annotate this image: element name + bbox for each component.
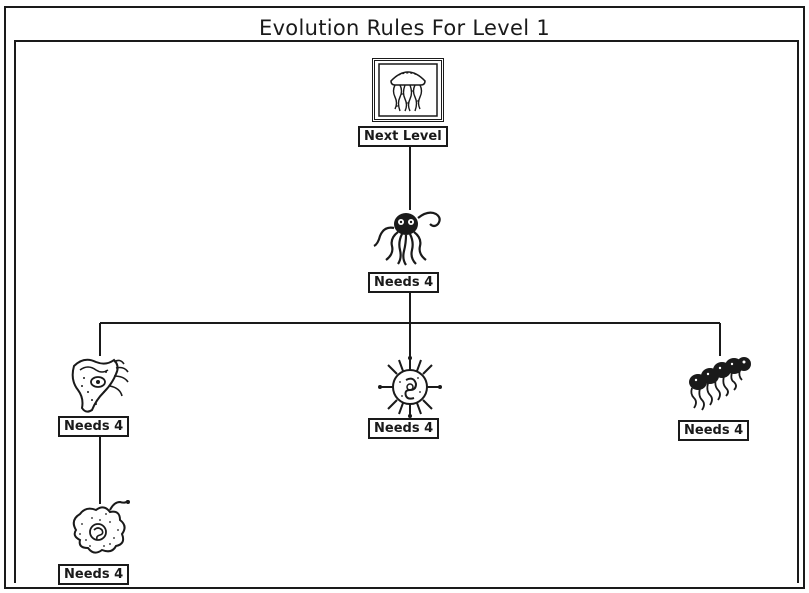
window-title: Evolution Rules For Level 1: [259, 16, 550, 40]
worm-creature-icon[interactable]: [66, 352, 138, 416]
center-needs-label[interactable]: Needs 4: [368, 418, 440, 439]
amoeba-icon[interactable]: [66, 500, 138, 562]
caterpillar-icon[interactable]: [684, 352, 756, 418]
middle-needs-label[interactable]: Needs 4: [368, 272, 440, 293]
jellyfish-icon: [378, 63, 438, 117]
evolution-tree-panel: [14, 40, 799, 583]
right-needs-label[interactable]: Needs 4: [678, 420, 750, 441]
octopus-icon[interactable]: [372, 206, 448, 270]
next-level-icon-frame[interactable]: [372, 58, 444, 122]
spiky-cell-icon[interactable]: [376, 356, 444, 418]
next-level-label[interactable]: Next Level: [358, 126, 448, 147]
bottom-left-needs-label[interactable]: Needs 4: [58, 564, 130, 585]
left-needs-label[interactable]: Needs 4: [58, 416, 130, 437]
